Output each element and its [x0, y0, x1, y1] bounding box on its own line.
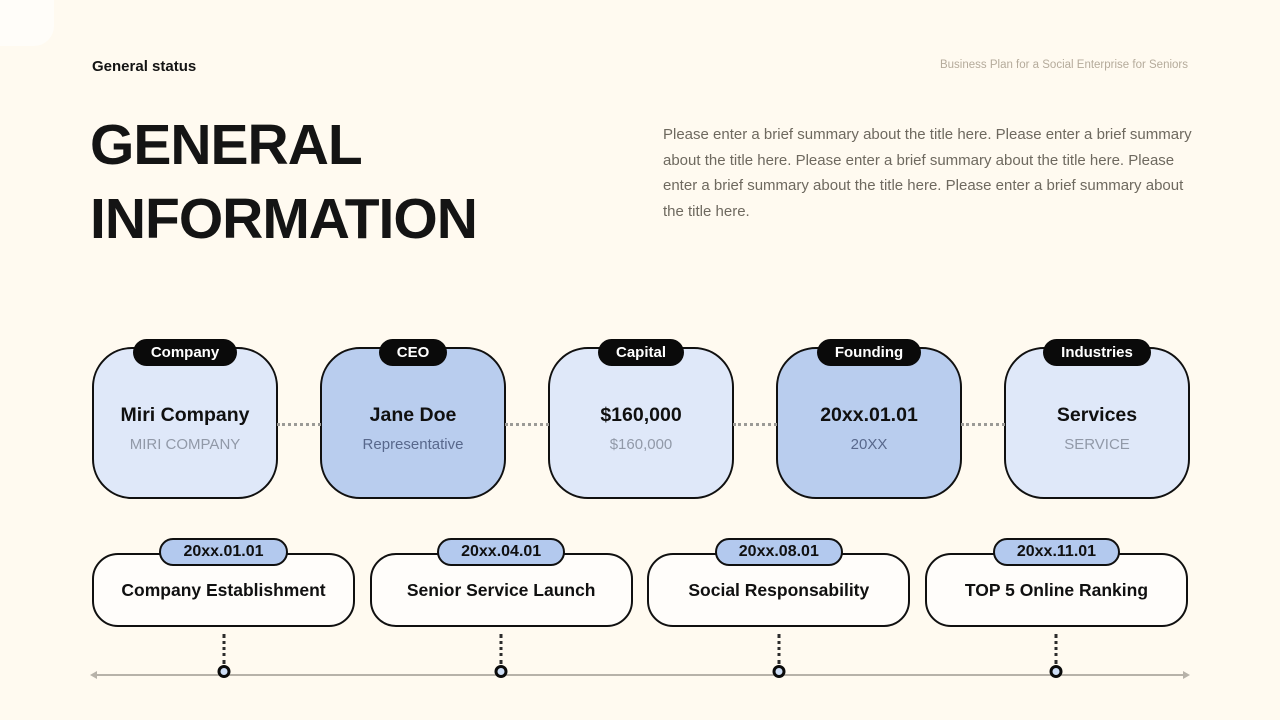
slide-eyebrow: General status: [92, 58, 197, 75]
timeline-node-dot: [1049, 665, 1063, 678]
dotted-connector: [961, 423, 1005, 426]
card-subvalue: SERVICE: [1064, 435, 1130, 453]
dotted-connector-vertical: [222, 634, 225, 664]
dotted-connector-vertical: [777, 634, 781, 664]
timeline-node-dot: [772, 665, 786, 678]
card-body: 20xx.01.01 20XX: [776, 347, 962, 499]
timeline-axis: [90, 671, 1190, 679]
timeline-item-2: 20xx.04.01 Senior Service Launch: [369, 538, 633, 698]
card-body: $160,000 $160,000: [548, 347, 734, 499]
info-cards-row: Company Miri Company MIRI COMPANY CEO Ja…: [92, 339, 1190, 502]
card-value: Services: [1056, 403, 1138, 426]
timeline-node-dot: [217, 665, 230, 678]
info-card-company: Company Miri Company MIRI COMPANY: [92, 339, 278, 502]
timeline-date-badge: 20xx.08.01: [714, 538, 843, 566]
dotted-connector: [733, 423, 777, 426]
card-value: Miri Company: [120, 403, 250, 426]
timeline-item-1: 20xx.01.01 Company Establishment: [92, 538, 355, 698]
card-body: Jane Doe Representative: [320, 347, 506, 499]
timeline-row: 20xx.01.01 Company Establishment 20xx.04…: [92, 538, 1188, 698]
card-tag-badge: CEO: [378, 339, 448, 366]
info-card-industries: Industries Services SERVICE: [1004, 339, 1190, 502]
summary-paragraph: Please enter a brief summary about the t…: [663, 126, 1192, 220]
card-tag-badge: Industries: [1043, 339, 1151, 366]
axis-arrow-left-icon: [90, 671, 97, 679]
card-tag-badge: Founding: [816, 339, 922, 366]
timeline-item-3: 20xx.08.01 Social Responsability: [647, 538, 911, 698]
dotted-connector-vertical: [1054, 634, 1058, 664]
info-card-capital: Capital $160,000 $160,000: [548, 339, 734, 502]
info-card-ceo: CEO Jane Doe Representative: [320, 339, 506, 502]
page-title-line2: INFORMATION: [90, 187, 478, 251]
timeline-date-badge: 20xx.04.01: [437, 538, 566, 566]
card-value: $160,000: [600, 403, 682, 426]
dotted-connector: [505, 423, 549, 426]
card-value: 20xx.01.01: [820, 403, 918, 426]
page-title-line1: GENERAL: [90, 113, 363, 177]
timeline-node-dot: [494, 665, 508, 678]
card-value: Jane Doe: [369, 403, 457, 426]
info-card-founding: Founding 20xx.01.01 20XX: [776, 339, 962, 502]
card-body: Miri Company MIRI COMPANY: [92, 347, 278, 499]
card-subvalue: $160,000: [609, 435, 673, 453]
timeline-item-4: 20xx.11.01 TOP 5 Online Ranking: [924, 538, 1188, 698]
axis-arrow-right-icon: [1183, 671, 1190, 679]
card-subvalue: Representative: [362, 435, 464, 453]
timeline-date-badge: 20xx.01.01: [159, 538, 288, 566]
card-tag-badge: Company: [132, 339, 238, 366]
timeline-label-box: TOP 5 Online Ranking: [924, 553, 1188, 627]
card-subvalue: MIRI COMPANY: [129, 435, 241, 453]
dotted-connector-vertical: [499, 634, 503, 664]
timeline-date-badge: 20xx.11.01: [992, 538, 1121, 566]
slide-subtitle-caption: Business Plan for a Social Enterprise fo…: [939, 59, 1188, 71]
corner-decoration: [0, 0, 54, 46]
card-subvalue: 20XX: [850, 435, 888, 453]
card-body: Services SERVICE: [1004, 347, 1190, 499]
page-title: GENERAL INFORMATION: [90, 108, 478, 256]
card-tag-badge: Capital: [597, 339, 684, 366]
dotted-connector: [277, 423, 321, 426]
timeline-label-box: Company Establishment: [92, 553, 355, 627]
